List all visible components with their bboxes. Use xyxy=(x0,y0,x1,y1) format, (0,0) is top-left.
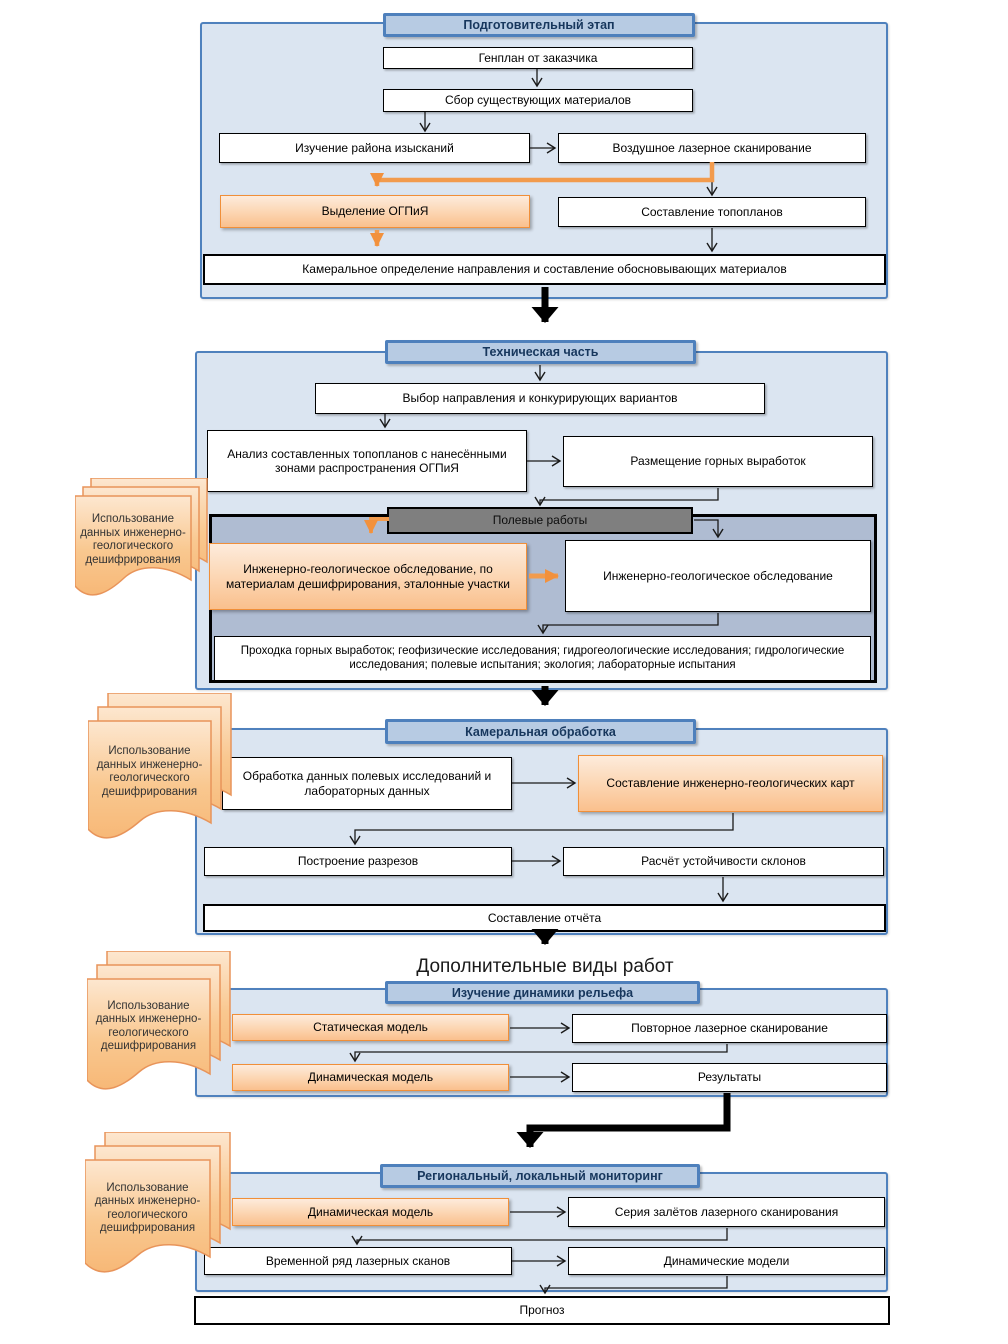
note-label-1: Использование данных инженерно-геологиче… xyxy=(80,513,186,566)
box-obsledovanie-deshifrirovanie: Инженерно-геологическое обследование, по… xyxy=(209,543,527,610)
header-polevye-raboty: Полевые работы xyxy=(387,507,693,534)
box-obsledovanie: Инженерно-геологическое обследование xyxy=(565,540,871,612)
box-vydelenie-ogpiya: Выделение ОГПиЯ xyxy=(220,195,530,228)
section-relief-title: Изучение динамики рельефа xyxy=(385,981,700,1004)
box-raschet-ustoychivosti: Расчёт устойчивости склонов xyxy=(563,847,884,876)
box-vybor-napravleniya: Выбор направления и конкурирующих вариан… xyxy=(315,383,765,414)
box-dinamicheskaya-model-monitoring: Динамическая модель xyxy=(232,1198,509,1226)
bar-prognoz: Прогноз xyxy=(194,1296,890,1325)
bar-sostavlenie-otcheta: Составление отчёта xyxy=(203,904,886,932)
section-monitoring-title: Региональный, локальный мониторинг xyxy=(380,1164,700,1188)
bar-kameralnoe-opredelenie: Камеральное определение направления и со… xyxy=(203,254,886,285)
box-sostavlenie-topoplanov: Составление топопланов xyxy=(558,197,866,227)
box-vozdushnoe-skanirovanie: Воздушное лазерное сканирование xyxy=(558,133,866,163)
box-postroenie-razrezov: Построение разрезов xyxy=(204,847,512,876)
box-rezultaty: Результаты xyxy=(572,1063,887,1092)
note-label-4: Использование данных инженерно-геологиче… xyxy=(94,1181,201,1235)
box-seriya-zaletov: Серия залётов лазерного сканирования xyxy=(568,1197,885,1227)
box-dinamicheskie-modeli: Динамические модели xyxy=(568,1247,885,1275)
box-sostavlenie-kart: Составление инженерно-геологических карт xyxy=(578,755,883,812)
box-razmeshchenie-vyrabotok: Размещение горных выработок xyxy=(563,436,873,487)
box-povtornoe-skanirovanie: Повторное лазерное сканирование xyxy=(572,1014,887,1043)
box-sbor-materialov: Сбор существующих материалов xyxy=(383,89,693,112)
note-stack-1 xyxy=(75,478,208,596)
box-genplan: Генплан от заказчика xyxy=(383,47,693,69)
box-vremennoy-ryad: Временной ряд лазерных сканов xyxy=(204,1247,512,1275)
box-analiz-topoplanov: Анализ составленных топопланов с нанесён… xyxy=(207,430,527,492)
note-stack-4 xyxy=(85,1132,231,1273)
note-label-3: Использование данных инженерно-геологиче… xyxy=(95,999,202,1053)
extra-works-heading: Дополнительные виды работ xyxy=(416,956,674,977)
box-staticheskaya-model: Статическая модель xyxy=(232,1014,509,1041)
note-stack-3 xyxy=(87,951,231,1090)
section-tech-title: Техническая часть xyxy=(385,340,696,364)
box-dinamicheskaya-model-relief: Динамическая модель xyxy=(232,1064,509,1091)
note-stack-2 xyxy=(88,693,232,839)
section-prep-title: Подготовительный этап xyxy=(383,13,695,37)
box-obrabotka-dannyh: Обработка данных полевых исследований и … xyxy=(222,757,512,810)
box-izuchenie-rayona: Изучение района изысканий xyxy=(219,133,530,163)
bar-prohodka-vyrabotok: Проходка горных выработок; геофизические… xyxy=(214,636,871,681)
section-office-title: Камеральная обработка xyxy=(385,719,696,744)
note-label-2: Использование данных инженерно-геологиче… xyxy=(96,745,203,798)
